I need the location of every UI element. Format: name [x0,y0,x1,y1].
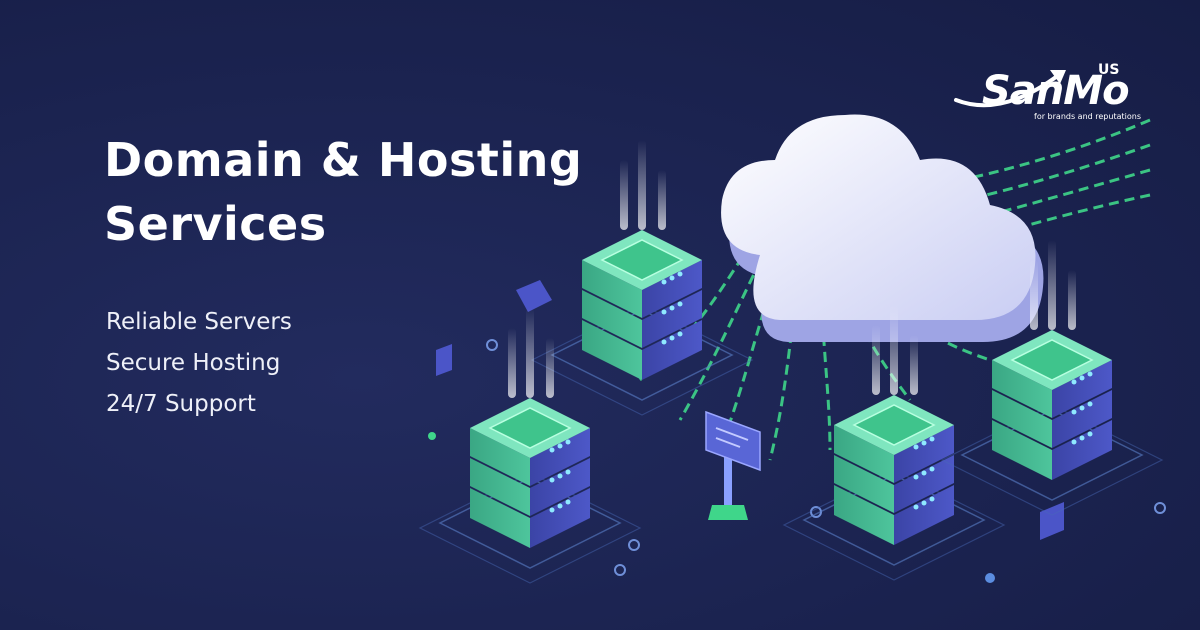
cloud-icon [721,114,1044,342]
feature-item: Reliable Servers [106,309,292,335]
logo-wordmark: SanMo [982,68,1130,114]
logo-superscript: US [1098,62,1120,78]
feature-item: Secure Hosting [106,350,281,376]
page-title: Domain & Hosting Services [104,128,664,256]
title-line-1: Domain & Hosting [104,133,583,187]
feature-item: 24/7 Support [106,391,256,417]
brand-logo: SanMo US for brands and reputations [952,62,1152,132]
logo-tagline: for brands and reputations [1034,112,1141,121]
swoosh-arrow-icon [954,70,1066,108]
monitor-stand-icon [705,410,761,520]
title-line-2: Services [104,197,327,251]
server-rack-icon [783,304,1005,581]
feature-list: Reliable Servers Secure Hosting 24/7 Sup… [106,302,292,425]
server-rack-icon [531,139,753,416]
